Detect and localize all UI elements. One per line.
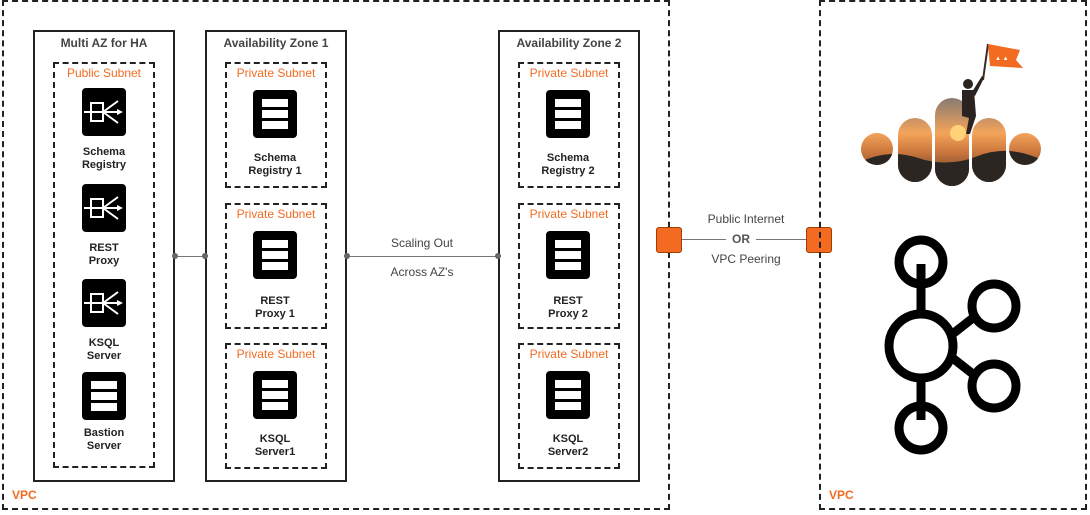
zone-title: Availability Zone 2 [516, 36, 622, 50]
service-label-line: Registry [81, 159, 127, 171]
service-label-line: Proxy 2 [548, 308, 588, 320]
private-subnet: Private Subnet [518, 62, 620, 188]
load-balancer-icon [82, 184, 126, 232]
subnet-label: Private Subnet [529, 347, 609, 361]
subnet-label: Private Subnet [236, 347, 316, 361]
confluent-logo-icon: ▲ ▲ [858, 38, 1042, 188]
service-label-line: Schema [253, 152, 297, 164]
server-icon [253, 371, 297, 419]
subnet-label: Private Subnet [529, 66, 609, 80]
server-icon [253, 231, 297, 279]
kafka-logo-icon [880, 230, 1030, 460]
subnet-label: Private Subnet [236, 207, 316, 221]
service-label-line: Registry 2 [541, 165, 595, 177]
scaling-label: Scaling Out [390, 236, 454, 250]
service-label-line: KSQL [88, 337, 120, 349]
connector-dot [172, 253, 178, 259]
private-subnet: Private Subnet [225, 62, 327, 188]
subnet-label: Public Subnet [66, 66, 142, 80]
private-subnet: Private Subnet [518, 203, 620, 329]
server-icon [546, 90, 590, 138]
svg-text:▲ ▲: ▲ ▲ [995, 56, 1009, 62]
az2-zone: Availability Zone 2 Private Subnet Priva… [498, 30, 640, 482]
connection-label: Public Internet [707, 212, 785, 226]
connector-line [347, 256, 498, 257]
connector-dot [344, 253, 350, 259]
service-label-line: Schema [82, 146, 126, 158]
server-icon [253, 90, 297, 138]
vpc-right: VPC [819, 0, 1087, 510]
service-label-line: REST [260, 295, 290, 307]
service-label-line: Server [86, 440, 122, 452]
connection-line [756, 239, 806, 240]
service-label-line: Proxy [88, 255, 120, 267]
connector-dot [202, 253, 208, 259]
public-subnet: Public Subnet [53, 62, 155, 468]
private-subnet: Private Subnet [225, 343, 327, 469]
service-label-line: REST [89, 242, 119, 254]
vpc-label: VPC [12, 488, 37, 502]
connection-line [682, 239, 726, 240]
private-subnet: Private Subnet [518, 343, 620, 469]
service-label-line: Bastion [83, 427, 125, 439]
connector-dot [495, 253, 501, 259]
private-subnet: Private Subnet [225, 203, 327, 329]
service-label-line: Server2 [547, 446, 589, 458]
service-label-line: Registry 1 [248, 165, 302, 177]
server-icon [546, 231, 590, 279]
load-balancer-icon [82, 279, 126, 327]
server-icon [546, 371, 590, 419]
service-label-line: Schema [546, 152, 590, 164]
zone-title: Multi AZ for HA [60, 36, 148, 50]
scaling-label: Across AZ's [390, 265, 454, 279]
service-label-line: KSQL [259, 433, 291, 445]
vpc-left: VPC [2, 0, 670, 510]
zone-title: Availability Zone 1 [223, 36, 329, 50]
service-label-line: Server [86, 350, 122, 362]
service-label-line: KSQL [552, 433, 584, 445]
service-label-line: Proxy 1 [255, 308, 295, 320]
load-balancer-icon [82, 88, 126, 136]
subnet-label: Private Subnet [529, 207, 609, 221]
connector-line [175, 256, 205, 257]
vpc-endpoint-icon [656, 227, 682, 253]
connection-label: VPC Peering [711, 252, 781, 266]
service-label-line: REST [553, 295, 583, 307]
subnet-label: Private Subnet [236, 66, 316, 80]
connection-or-label: OR [732, 232, 750, 246]
server-icon [82, 372, 126, 420]
service-label-line: Server1 [254, 446, 296, 458]
vpc-label: VPC [829, 488, 854, 502]
